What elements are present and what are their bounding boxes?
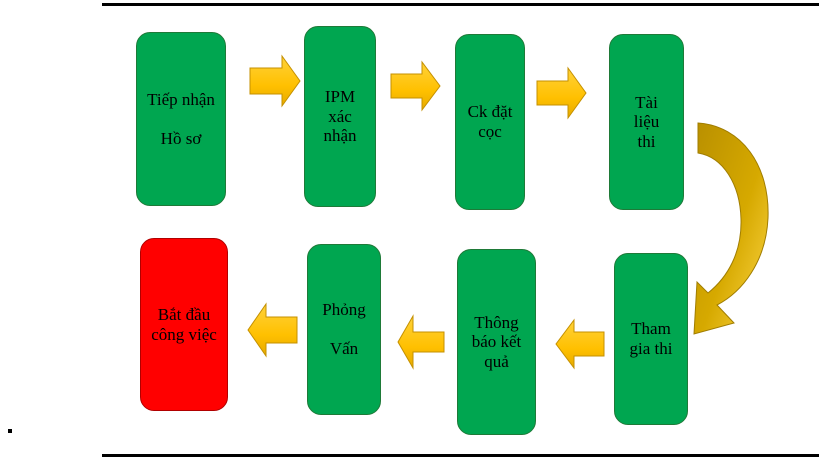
top-rule — [102, 3, 819, 6]
step-tai-lieu-thi: Tài liệu thi — [609, 34, 684, 210]
step-phong-van: Phỏng Vấn — [307, 244, 381, 415]
step-label-line: Ck đặt — [467, 102, 513, 122]
step-label-line: Tham — [631, 319, 671, 339]
right-arrow-icon — [536, 66, 587, 120]
left-arrow-icon — [555, 318, 605, 370]
right-arrow-icon — [390, 60, 441, 112]
step-tham-gia-thi: Tham gia thi — [614, 253, 688, 425]
step-thong-bao-ket-qua: Thông báo kết quả — [457, 249, 536, 435]
bottom-rule — [102, 454, 819, 457]
step-label-line: Tiếp nhận — [147, 89, 215, 109]
step-label-line: quả — [484, 351, 509, 371]
step-label-line: xác — [328, 106, 352, 126]
step-label-line: báo kết — [471, 332, 522, 352]
corner-dot — [8, 429, 12, 433]
step-label-line: IPM — [324, 87, 356, 107]
step-label-line: Phỏng — [322, 300, 366, 320]
step-tiep-nhan-ho-so: Tiếp nhận Hồ sơ — [136, 32, 226, 206]
step-label-line — [179, 109, 183, 129]
step-label-line — [342, 320, 346, 340]
left-arrow-icon — [247, 302, 298, 358]
step-label-line: thi — [637, 131, 656, 151]
step-label-line: liệu — [633, 112, 660, 132]
step-ck-dat-coc: Ck đặt cọc — [455, 34, 525, 210]
step-bat-dau-cong-viec: Bắt đầu công việc — [140, 238, 228, 411]
step-label-line: Vấn — [329, 339, 359, 359]
step-label-line: Hồ sơ — [160, 128, 202, 148]
step-label-line: Tài — [635, 92, 658, 112]
step-label-line: cọc — [478, 122, 502, 141]
step-label-line: nhận — [323, 126, 357, 146]
right-arrow-icon — [249, 54, 301, 108]
step-label-line: Bắt đầu — [157, 304, 211, 324]
left-arrow-icon — [397, 314, 445, 370]
step-ipm-xac-nhan: IPM xác nhận — [304, 26, 376, 207]
step-label-line: Thông — [474, 312, 519, 332]
curved-arrow-icon — [693, 122, 769, 335]
step-label-line: gia thi — [629, 339, 673, 358]
step-label-line: công việc — [151, 324, 217, 344]
